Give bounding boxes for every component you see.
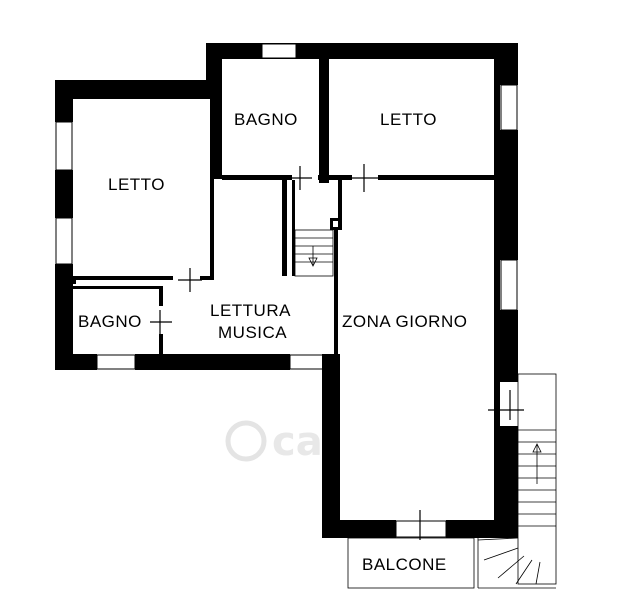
room-label-musica: MUSICA — [218, 323, 287, 342]
exterior-stairs — [477, 373, 557, 589]
interior-walls — [70, 59, 500, 520]
room-label-letto-left: LETTO — [108, 175, 165, 194]
room-fills — [73, 59, 500, 520]
door-marks — [150, 164, 524, 540]
room-label-bagno-top: BAGNO — [234, 110, 298, 129]
exterior-walls — [55, 43, 518, 538]
balcone-outline — [347, 537, 475, 589]
room-label-bagno-left: BAGNO — [78, 312, 142, 331]
room-label-zona-giorno: ZONA GIORNO — [342, 312, 467, 331]
interior-stairs — [294, 229, 334, 277]
room-label-letto-right: LETTO — [380, 110, 437, 129]
room-label-balcone: BALCONE — [362, 555, 447, 574]
room-label-lettura: LETTURA — [210, 301, 291, 320]
